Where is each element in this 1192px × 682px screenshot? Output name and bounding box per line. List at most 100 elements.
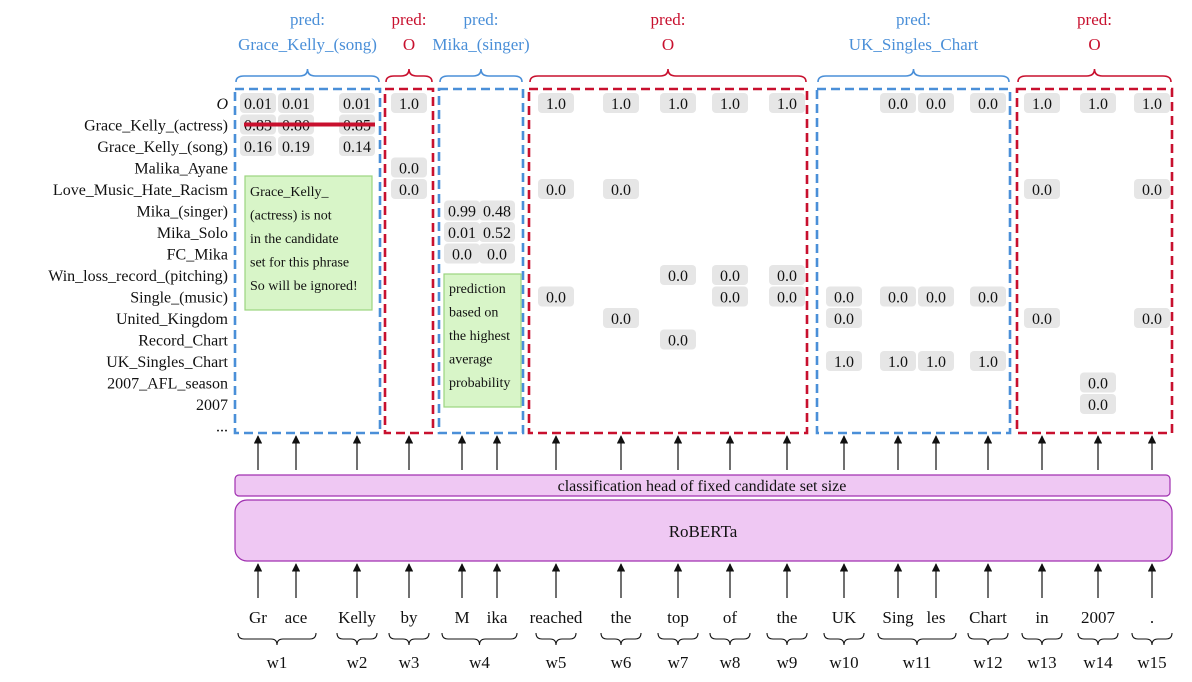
row-label: Grace_Kelly_(song) xyxy=(97,139,228,156)
probability-cell-bg xyxy=(603,308,639,328)
annotation-note-line: (actress) is not xyxy=(250,209,332,224)
row-label: FC_Mika xyxy=(167,247,228,264)
word-label: w11 xyxy=(903,653,932,672)
word-brace xyxy=(237,632,317,646)
classification-head-band xyxy=(234,474,1171,497)
probability-cell: 0.0 xyxy=(1142,311,1162,328)
probability-cell-bg xyxy=(391,93,427,113)
probability-cell: 1.0 xyxy=(978,354,998,371)
subword-token: UK xyxy=(832,608,857,627)
word-brace xyxy=(600,632,642,646)
group-top-brace xyxy=(235,68,380,83)
probability-cell: 0.0 xyxy=(1088,376,1108,393)
word-label: w14 xyxy=(1083,653,1113,672)
subword-token: ika xyxy=(487,608,508,627)
subword-token: les xyxy=(927,608,946,627)
word-brace xyxy=(709,632,751,646)
probability-cell-bg xyxy=(880,93,916,113)
probability-cell-bg xyxy=(278,136,314,156)
probability-cell-bg xyxy=(444,222,480,242)
probability-cell-bg xyxy=(538,286,574,307)
probability-cell-bg xyxy=(538,179,574,199)
annotation-note-box xyxy=(244,175,373,311)
probability-cell: 1.0 xyxy=(399,96,419,113)
probability-cell-bg xyxy=(391,157,427,178)
row-label: 2007_AFL_season xyxy=(107,376,228,393)
probability-cell-bg xyxy=(918,351,954,371)
probability-cell: 0.0 xyxy=(611,182,631,199)
probability-cell: 1.0 xyxy=(888,354,908,371)
subword-token: Kelly xyxy=(338,608,376,627)
word-label: w9 xyxy=(777,653,798,672)
probability-cell-bg xyxy=(918,286,954,307)
probability-cell: 0.0 xyxy=(668,268,688,285)
probability-cell: 0.99 xyxy=(448,204,476,221)
word-label: w13 xyxy=(1027,653,1056,672)
row-label: Grace_Kelly_(actress) xyxy=(84,118,228,135)
group-top-brace xyxy=(817,68,1010,83)
probability-cell-bg xyxy=(880,286,916,307)
probability-cell: 0.0 xyxy=(546,182,566,199)
word-brace xyxy=(535,632,577,646)
annotation-note-line: Grace_Kelly_ xyxy=(250,185,330,200)
probability-cell: 1.0 xyxy=(611,96,631,113)
word-label: w7 xyxy=(668,653,689,672)
word-label: w3 xyxy=(399,653,420,672)
probability-cell: 0.0 xyxy=(834,290,854,307)
probability-cell-bg xyxy=(769,286,805,307)
annotation-note-line: in the candidate xyxy=(250,232,339,247)
probability-cell: 0.0 xyxy=(834,311,854,328)
probability-cell-bg xyxy=(712,93,748,113)
word-brace xyxy=(441,632,518,646)
probability-cell-bg xyxy=(970,93,1006,113)
row-label: Single_(music) xyxy=(130,290,228,307)
pred-value: O xyxy=(662,35,674,54)
probability-cell-bg xyxy=(880,351,916,371)
word-brace xyxy=(877,632,957,646)
probability-cell: 0.0 xyxy=(777,268,797,285)
word-label: w5 xyxy=(546,653,567,672)
pred-label: pred: xyxy=(464,10,499,29)
probability-cell-bg xyxy=(660,265,696,285)
probability-cell-bg xyxy=(444,243,480,264)
probability-cell: 0.0 xyxy=(487,247,507,264)
word-brace xyxy=(1077,632,1119,646)
probability-cell-bg xyxy=(970,351,1006,371)
probability-cell: 1.0 xyxy=(1032,96,1052,113)
row-label: United_Kingdom xyxy=(116,311,229,328)
subword-token: top xyxy=(667,608,689,627)
prediction-group-box xyxy=(815,87,1012,435)
probability-cell-bg xyxy=(1024,308,1060,328)
probability-cell: 0.01 xyxy=(343,96,371,113)
probability-cell: 1.0 xyxy=(720,96,740,113)
probability-cell-bg xyxy=(339,93,375,113)
probability-cell: 0.16 xyxy=(244,139,272,156)
probability-cell: 0.0 xyxy=(720,268,740,285)
probability-cell-bg xyxy=(712,286,748,307)
probability-cell: 0.0 xyxy=(668,333,688,350)
subword-token: M xyxy=(454,608,469,627)
probability-cell: 0.01 xyxy=(282,96,310,113)
annotation-note-box xyxy=(443,273,522,408)
row-label: Love_Music_Hate_Racism xyxy=(53,182,229,199)
row-label: Mika_Solo xyxy=(157,225,228,242)
probability-cell-bg xyxy=(660,93,696,113)
probability-cell-bg xyxy=(603,179,639,199)
group-top-brace xyxy=(1017,68,1172,83)
probability-cell-bg xyxy=(769,265,805,285)
probability-cell-bg xyxy=(479,200,515,221)
word-label: w6 xyxy=(611,653,632,672)
word-brace xyxy=(1131,632,1173,646)
group-top-brace xyxy=(439,68,523,83)
subword-token: Chart xyxy=(969,608,1007,627)
probability-cell-bg xyxy=(826,308,862,328)
subword-token: ace xyxy=(285,608,308,627)
prediction-group-box xyxy=(233,87,382,435)
subword-token: of xyxy=(723,608,738,627)
probability-cell-bg xyxy=(660,329,696,350)
subword-token: Sing xyxy=(882,608,914,627)
probability-cell: 0.01 xyxy=(244,96,272,113)
word-label: w10 xyxy=(829,653,858,672)
subword-token: the xyxy=(611,608,632,627)
pred-label: pred: xyxy=(290,10,325,29)
